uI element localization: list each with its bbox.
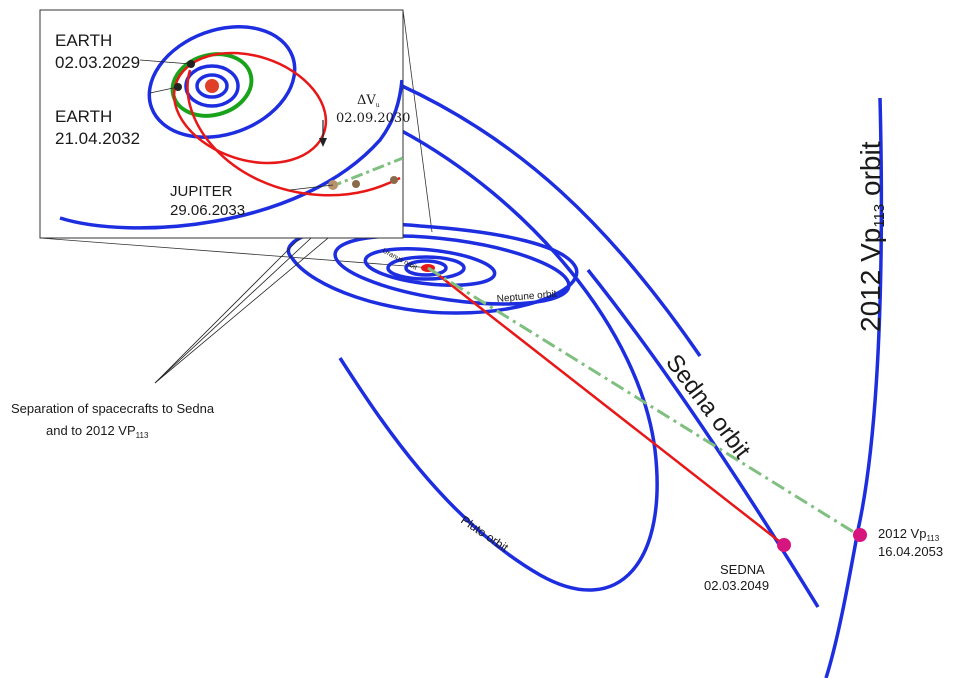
pluto-orbit (338, 128, 659, 592)
neptune-orbit-label: Neptune orbit (496, 289, 557, 305)
sedna-date: 02.03.2049 (704, 578, 769, 593)
saturn-orbit (386, 255, 466, 281)
sedna-name: SEDNA (720, 562, 765, 577)
separation-label-line1: Separation of spacecrafts to Sedna (11, 401, 215, 416)
inset-venus-orbit (184, 64, 240, 108)
earth-2-date: 21.04.2032 (55, 129, 140, 148)
inset-green-trajectory (329, 156, 403, 189)
spacecraft-1 (352, 180, 360, 188)
jupiter-name: JUPITER (170, 183, 233, 200)
earth-2029-point (187, 60, 195, 68)
earth-2-name: EARTH (55, 107, 112, 126)
vp113-name: 2012 Vp113 (878, 526, 940, 543)
sedna-orbit-label: Sedna orbit (660, 349, 756, 464)
inner-system-inset: EARTH 02.03.2029 EARTH 21.04.2032 ΔVu 02… (39, 9, 410, 239)
neptune-orbit (333, 234, 571, 306)
vp113-marker (853, 528, 867, 542)
separation-label-line2: and to 2012 VP113 (46, 423, 149, 440)
inset-trajectory-out (186, 69, 401, 197)
uranus-orbit (363, 247, 497, 287)
delta-v-arrow (319, 138, 327, 147)
inset-frame (39, 9, 404, 239)
jupiter-orbit (404, 259, 448, 277)
vp113-orbit-label: 2012 Vp113 orbit (855, 141, 888, 332)
spacecraft-2 (390, 176, 398, 184)
trajectory-to-sedna (431, 269, 785, 546)
inset-sun (205, 79, 219, 93)
sedna-marker (777, 538, 791, 552)
vp113-date: 16.04.2053 (878, 544, 943, 559)
pluto-orbit-label: Pluto orbit (458, 513, 511, 555)
inset-outer-orbit-arc (59, 79, 403, 230)
earth-1-name: EARTH (55, 31, 112, 50)
delta-v-date: 02.09.2030 (336, 111, 410, 126)
vp113-orbit (824, 97, 884, 678)
earth-1-date: 02.03.2029 (55, 53, 140, 72)
inset-mercury-orbit (195, 73, 229, 99)
sedna-orbit (586, 268, 820, 608)
delta-v-label: ΔVu (357, 93, 380, 109)
inset-jupiter-orbit (147, 25, 297, 139)
sedna-orbit-upper (399, 83, 702, 357)
trajectory-to-vp113 (427, 266, 861, 538)
jupiter-date: 29.06.2033 (170, 202, 245, 219)
